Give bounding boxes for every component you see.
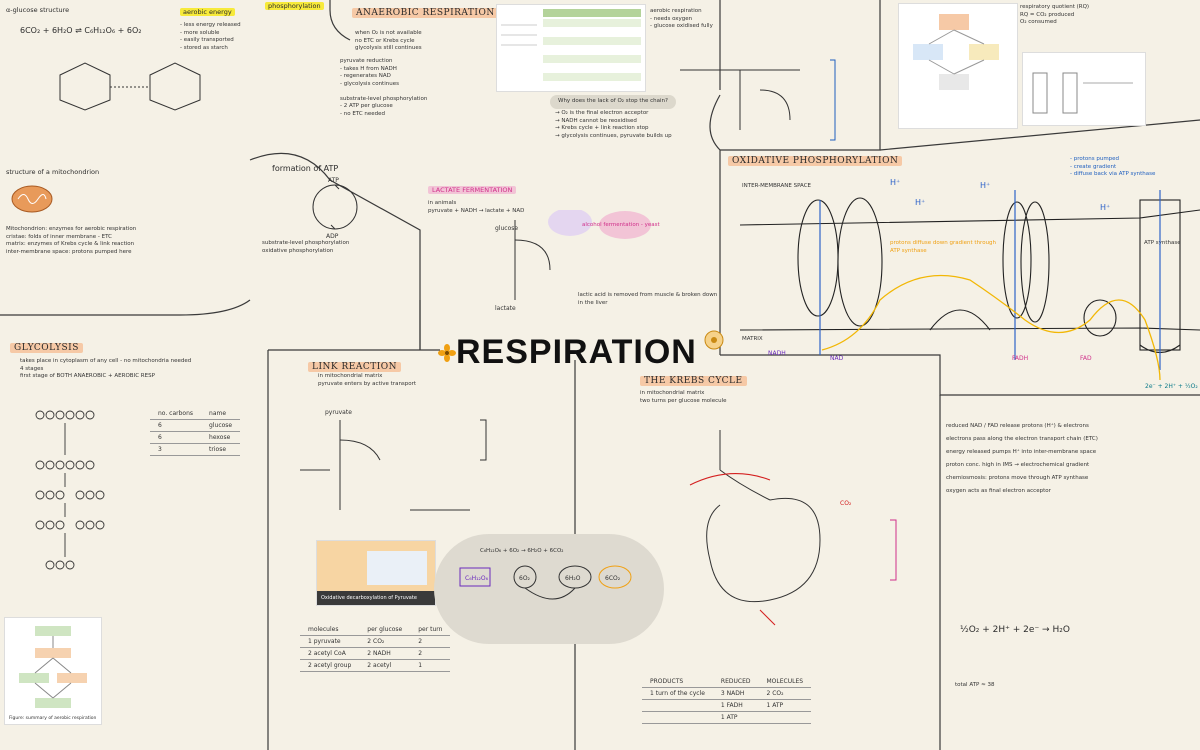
glycolysis-title: GLYCOLYSIS	[10, 343, 83, 353]
glycolysis-description: takes place in cytoplasm of any cell - n…	[20, 358, 192, 379]
mito-figure-image	[898, 3, 1018, 129]
h-plus-1: H⁺	[890, 178, 900, 187]
fad-text: FAD	[1080, 355, 1092, 362]
rq-apparatus-image	[1022, 52, 1146, 126]
atp-cycle-diagram: ATP ADP	[312, 177, 358, 240]
link-title: LINK REACTION	[308, 362, 402, 372]
krebs-title: THE KREBS CYCLE	[640, 376, 747, 386]
svg-text:C₆H₁₂O₆: C₆H₁₂O₆	[465, 575, 489, 582]
gradient-note: protons diffuse down gradient through AT…	[890, 240, 997, 254]
alcohol-fermentation-note: alcohol fermentation - yeast	[582, 222, 660, 228]
membrane-diagram: H⁺ H⁺ H⁺ H⁺ NADH NAD FADH FAD 2e⁻ + 2H⁺ …	[740, 178, 1200, 390]
svg-text:6CO₂: 6CO₂	[605, 575, 621, 582]
h-plus-2: H⁺	[915, 198, 925, 207]
svg-text:6O₂: 6O₂	[519, 575, 531, 582]
table-header: PRODUCTS	[642, 676, 713, 688]
why-etc-stops: Why does the lack of O₂ stop the chain?	[550, 95, 676, 109]
anaerobic-title: ANAEROBIC RESPIRATION	[352, 8, 499, 18]
fadh-text: FADH	[1012, 355, 1028, 362]
anaerobic-description: when O₂ is not available no ETC or Krebs…	[355, 30, 422, 51]
glycolysis-carbon-chains	[35, 410, 105, 570]
table-header: per glucose	[359, 624, 411, 636]
h-plus-4: H⁺	[1100, 203, 1110, 212]
glucose-text: glucose	[495, 225, 518, 232]
formation-atp-heading: formation of ATP	[272, 164, 339, 173]
water-text: 2e⁻ + 2H⁺ + ½O₂ → H₂O	[1145, 383, 1200, 390]
mitochondrion-image	[10, 182, 54, 216]
pyruvate-text: pyruvate	[325, 409, 352, 416]
atp-synthase-label: ATP synthase	[1144, 240, 1181, 246]
oxidative-notes: reduced NAD / FAD release protons (H⁺) &…	[946, 423, 1098, 494]
lactate-desc: in animals pyruvate + NADH → lactate + N…	[428, 200, 525, 214]
krebs-description: in mitochondrial matrix two turns per gl…	[640, 390, 727, 404]
etc-chain-sketch	[680, 59, 836, 141]
proton-notes: - protons pumped - create gradient - dif…	[1070, 156, 1156, 177]
svg-text:ADP: ADP	[326, 233, 339, 240]
co2-label: CO₂	[840, 500, 852, 507]
total-atp-note: total ATP ≈ 38	[955, 682, 995, 688]
photosynthesis-equation: 6CO₂ + 6H₂O ⇌ C₆H₁₂O₆ + 6O₂	[20, 26, 142, 35]
mito-description: Mitochondrion: enzymes for aerobic respi…	[6, 226, 137, 255]
table-header: name	[201, 408, 241, 420]
water-equation: ½O₂ + 2H⁺ + 2e⁻ → H₂O	[960, 625, 1070, 635]
krebs-products-table: PRODUCTS REDUCED MOLECULES 1 turn of the…	[642, 676, 812, 724]
lactate-text: lactate	[495, 305, 516, 312]
comparison-table-image	[496, 4, 646, 92]
inter-membrane-label: INTER-MEMBRANE SPACE	[742, 183, 812, 189]
aerobic-energy-notes: - less energy released - more soluble - …	[180, 22, 241, 51]
lactate-pathway-diagram: glucose lactate	[495, 210, 651, 312]
aerobic-respiration-notes: aerobic respiration - needs oxygen - glu…	[650, 8, 713, 29]
orange-flower-icon	[438, 344, 456, 366]
molecule-icon	[702, 328, 726, 356]
summary-figure: Figure: summary of aerobic respiration	[4, 617, 102, 725]
table-header: per turn	[410, 624, 451, 636]
figure-caption: Figure: summary of aerobic respiration	[9, 715, 97, 721]
energy-highlight-label: aerobic energy	[180, 8, 235, 17]
table-header: molecules	[300, 624, 360, 636]
glucose-structure-heading: α-glucose structure	[6, 6, 70, 14]
table-header: MOLECULES	[758, 676, 812, 688]
link-image-caption: Oxidative decarboxylation of Pyruvate	[321, 594, 417, 601]
svg-text:6H₂O: 6H₂O	[565, 575, 581, 582]
table-row: 1 ATP	[642, 711, 812, 724]
h-plus-3: H⁺	[980, 181, 990, 190]
mito-structure-heading: structure of a mitochondrion	[6, 168, 100, 176]
lactate-title: LACTATE FERMENTATION	[428, 186, 517, 195]
svg-text:ATP: ATP	[328, 177, 339, 184]
glucose-ring-diagram	[59, 62, 201, 111]
page-title: RESPIRATION	[456, 333, 697, 371]
summary-bubble	[434, 534, 664, 644]
redox-labels: respiratory quotient (RQ) RQ = CO₂ produ…	[1020, 4, 1090, 25]
anaerobic-detail-notes: pyruvate reduction - takes H from NADH -…	[340, 58, 428, 117]
lactic-acid-note: lactic acid is removed from muscle & bro…	[578, 292, 718, 306]
link-reaction-image: Oxidative decarboxylation of Pyruvate	[316, 540, 436, 606]
summary-equation-label: C₆H₁₂O₆ + 6O₂ → 6H₂O + 6CO₂	[480, 548, 564, 554]
phosphorylation-highlight: phosphorylation	[265, 2, 324, 11]
link-summary-table: molecules per glucose per turn 1 pyruvat…	[300, 624, 451, 672]
table-header: no. carbons	[150, 408, 202, 420]
matrix-label: MATRIX	[742, 336, 763, 342]
atp-formation-notes: substrate-level phosphorylation oxidativ…	[262, 240, 350, 254]
nadh-text: NADH	[768, 350, 786, 357]
nad-text: NAD	[830, 355, 844, 362]
link-pathway-sketch: pyruvate	[300, 409, 487, 511]
link-description: in mitochondrial matrix pyruvate enters …	[318, 373, 417, 387]
etc-stop-points: → O₂ is the final electron acceptor → NA…	[555, 110, 672, 139]
krebs-cycle-diagram: CO₂	[689, 430, 897, 626]
table-header: REDUCED	[712, 676, 759, 688]
oxidative-title: OXIDATIVE PHOSPHORYLATION	[728, 156, 903, 166]
summary-equation-diagram: C₆H₁₂O₆ 6O₂ 6H₂O 6CO₂	[459, 565, 632, 600]
